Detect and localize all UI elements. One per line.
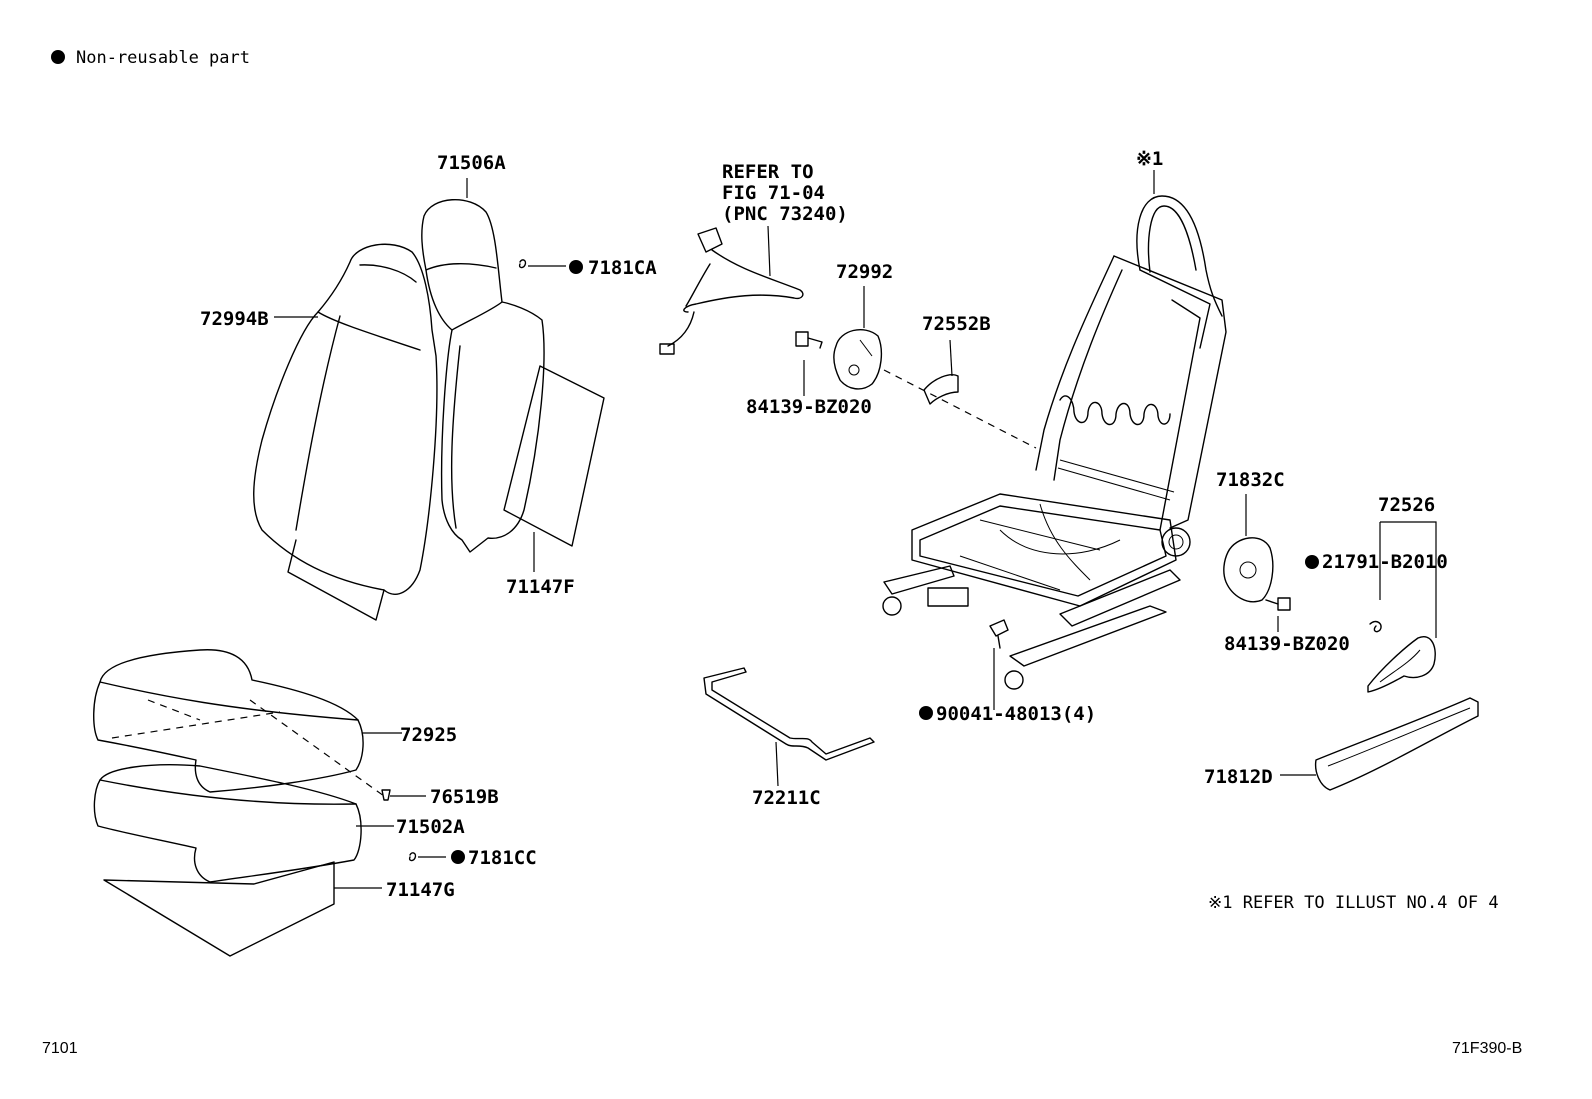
non-reusable-marker-icon	[1305, 555, 1319, 569]
seat-belt-buckle[interactable]	[659, 227, 804, 355]
seat-cushion-cover-72925[interactable]	[93, 649, 385, 797]
refer-note-line3: (PNC 73240)	[722, 203, 848, 225]
non-reusable-marker-icon	[919, 706, 933, 720]
screw-84139-BZ020-left[interactable]	[795, 331, 823, 349]
label-refer-1: ※1	[1136, 148, 1163, 170]
label-84139-BZ020-left[interactable]: 84139-BZ020	[746, 396, 872, 418]
page-code-right: 71F390-B	[1452, 1040, 1522, 1057]
label-71502A[interactable]: 71502A	[396, 816, 465, 838]
label-90041-48013[interactable]: 90041-48013(4)	[936, 703, 1096, 725]
label-72552B[interactable]: 72552B	[922, 313, 991, 335]
legend-text: Non-reusable part	[76, 48, 250, 68]
part-labels: 71506A 7181CA 72994B 71147F REFER TO FIG…	[200, 148, 1448, 901]
non-reusable-marker-icon	[451, 850, 465, 864]
legend: Non-reusable part	[51, 48, 250, 68]
hog-ring-7181CA[interactable]	[518, 259, 527, 269]
seatback-cover-72994B[interactable]	[253, 243, 438, 621]
non-reusable-marker-icon	[569, 260, 583, 274]
label-7181CA[interactable]: 7181CA	[588, 257, 657, 279]
spring-21791-B2010[interactable]	[1369, 620, 1382, 633]
label-7181CC[interactable]: 7181CC	[468, 847, 537, 869]
label-72526[interactable]: 72526	[1378, 494, 1435, 516]
seat-frame-assembly[interactable]	[882, 195, 1227, 690]
seatback-pad-71506A[interactable]	[421, 199, 545, 553]
recliner-cover-72992[interactable]	[833, 328, 883, 390]
refer-note-line2: FIG 71-04	[722, 182, 825, 204]
recliner-cover-71832C[interactable]	[1223, 537, 1274, 603]
footnote-refer: ※1 REFER TO ILLUST NO.4 OF 4	[1208, 893, 1499, 913]
cover-72552B[interactable]	[923, 374, 959, 405]
side-shield-71812D[interactable]	[1314, 697, 1479, 791]
page-code-left: 7101	[42, 1040, 78, 1057]
label-72211C[interactable]: 72211C	[752, 787, 821, 809]
leader-lines	[274, 170, 1437, 889]
label-71506A[interactable]: 71506A	[437, 152, 506, 174]
label-76519B[interactable]: 76519B	[430, 786, 499, 808]
label-21791-B2010[interactable]: 21791-B2010	[1322, 551, 1448, 573]
seatback-sheet-71147F[interactable]	[503, 365, 605, 547]
label-71812D[interactable]: 71812D	[1204, 766, 1273, 788]
screw-84139-BZ020-right[interactable]	[1265, 597, 1291, 611]
label-71147G[interactable]: 71147G	[386, 879, 455, 901]
label-72925[interactable]: 72925	[400, 724, 457, 746]
seat-cushion-pad-71502A[interactable]	[93, 764, 362, 883]
label-71832C[interactable]: 71832C	[1216, 469, 1285, 491]
hog-ring-7181CC[interactable]	[408, 852, 417, 862]
seat-cushion-sheet-71147G[interactable]	[103, 861, 335, 957]
clip-76519B[interactable]	[381, 789, 391, 801]
bolt-90041-48013[interactable]	[989, 619, 1009, 649]
label-72994B[interactable]: 72994B	[200, 308, 269, 330]
lever-knob-72526[interactable]	[1367, 636, 1436, 693]
assembly-guide-line	[883, 369, 1037, 449]
non-reusable-marker-icon	[51, 50, 65, 64]
label-71147F[interactable]: 71147F	[506, 576, 575, 598]
wire-72211C[interactable]	[703, 667, 875, 761]
label-84139-BZ020-right[interactable]: 84139-BZ020	[1224, 633, 1350, 655]
refer-note-line1: REFER TO	[722, 161, 814, 183]
label-72992[interactable]: 72992	[836, 261, 893, 283]
